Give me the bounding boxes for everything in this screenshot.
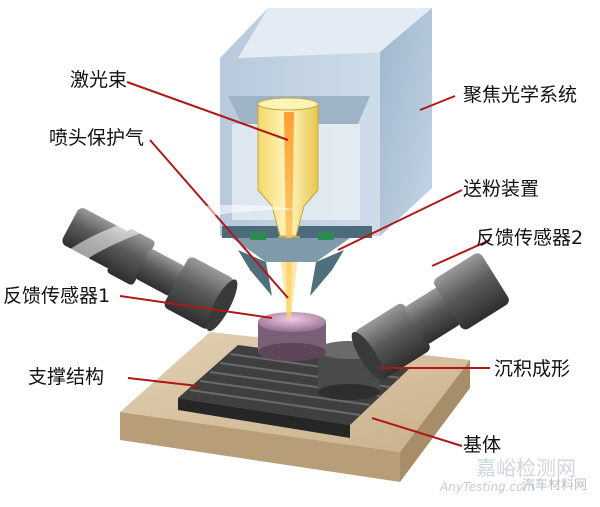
melt-pool <box>258 312 326 361</box>
label-powder-feeder: 送粉装置 <box>463 178 540 200</box>
label-support-structure: 支撑结构 <box>28 366 105 388</box>
leader-nozzle-gas <box>149 139 289 299</box>
label-laser-beam: 激光束 <box>70 69 128 91</box>
powder-nozzle <box>232 232 350 296</box>
watermark-source-cn: 嘉峪检测网 <box>476 456 576 480</box>
label-substrate: 基体 <box>463 434 502 456</box>
label-focusing-optics: 聚焦光学系统 <box>463 84 578 106</box>
watermark-logo <box>12 204 300 322</box>
leader-lines <box>119 81 491 447</box>
leader-sensor-right <box>431 239 491 267</box>
label-feedback-sensor-1: 反馈传感器1 <box>3 285 111 307</box>
label-nozzle-shield-gas: 喷头保护气 <box>49 127 145 149</box>
leader-optics <box>419 95 456 111</box>
watermark-source-tag: 汽车材料网 <box>522 478 588 493</box>
label-feedback-sensor-2: 反馈传感器2 <box>476 227 584 249</box>
optics-housing <box>220 8 432 238</box>
feedback-sensor-right <box>351 253 509 381</box>
leader-support <box>127 377 199 387</box>
leader-substrate <box>371 417 463 447</box>
leader-sensor-left <box>119 295 273 319</box>
label-deposition-forming: 沉积成形 <box>494 358 571 380</box>
leader-feeder <box>337 189 463 251</box>
leader-laser-beam <box>126 81 289 141</box>
watermark-source-en: AnyTesting.com <box>440 480 536 494</box>
